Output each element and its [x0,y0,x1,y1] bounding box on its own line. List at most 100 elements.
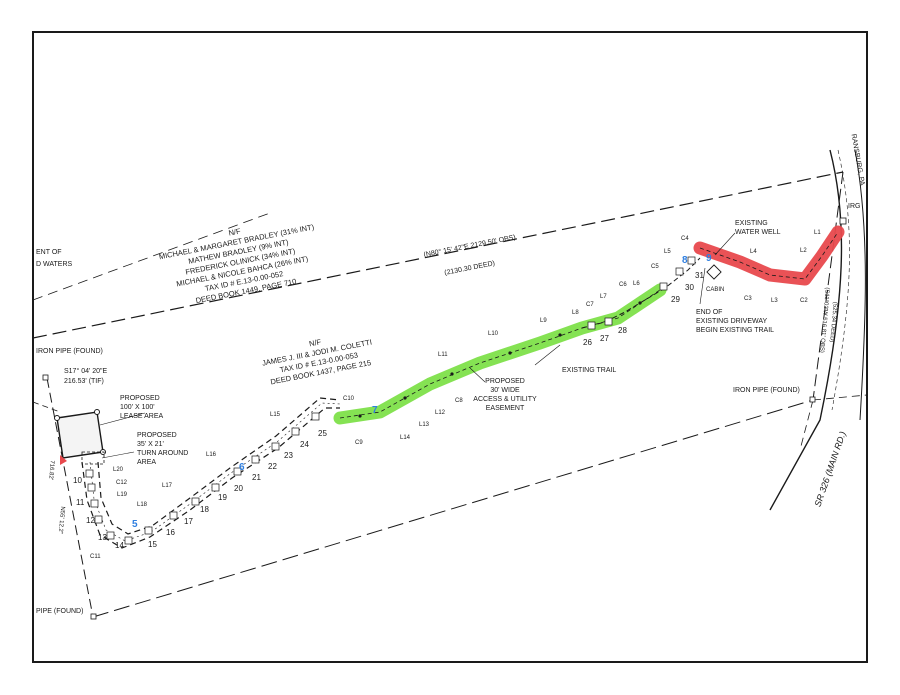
existing-trail-segment [581,257,701,329]
east-property-line [812,171,844,401]
segment-c5: C5 [651,264,659,270]
driveway-end-label-3: BEGIN EXISTING TRAIL [696,327,774,334]
cabin-label: CABIN [706,287,724,293]
road-name-label: SR 326 (MAIN RD.) [813,430,848,508]
red-driveway-centerline [699,231,839,280]
station-11: 11 [76,498,85,507]
segment-l6: L6 [633,281,640,287]
station-20: 20 [234,484,243,493]
segment-l1: L1 [814,230,821,236]
segment-l8: L8 [572,310,579,316]
segment-c8: C8 [455,398,463,404]
station-30: 30 [685,283,694,292]
lease-label-3: LEASE AREA [120,413,164,420]
station-15: 15 [148,540,157,549]
station-19: 19 [218,493,227,502]
iron-pipe-sw-label: PIPE (FOUND) [36,608,83,615]
lease-corner [94,409,100,415]
west-line-bearing: N55' 12.2" [57,506,65,534]
marker-5: 5 [132,519,138,530]
iron-pipe-sw-marker [90,613,97,620]
segment-l20: L20 [113,467,124,473]
north-line-bearing-deed: (2130.30 DEED) [444,260,496,277]
segment-labels: L1 L2 L3 L4 L5 L6 L7 L8 L9 L10 L11 L12 L… [90,230,821,560]
station-25: 25 [318,429,327,438]
station-16: 16 [166,528,175,537]
iron-pipe-east-marker [809,396,816,403]
irg-label: IRG [848,203,860,210]
segment-c4: C4 [681,236,689,242]
station-13: 13 [98,533,107,542]
station-21: 21 [252,473,261,482]
segment-l18: L18 [137,502,148,508]
station-10: 10 [73,476,82,485]
lease-label-2: 100' X 100' [120,404,155,411]
segment-l7: L7 [600,294,607,300]
station-26: 26 [583,338,592,347]
leader-lines [99,232,736,459]
lease-area [56,411,104,459]
segment-l17: L17 [162,483,173,489]
segment-l5: L5 [664,249,671,255]
driveway-end-label-1: END OF [696,309,722,316]
road-edge-east [854,149,866,421]
segment-c6: C6 [619,282,627,288]
segment-l11: L11 [438,352,448,358]
south-east-tie-line [812,394,868,401]
marker-9: 9 [706,253,712,264]
south-property-line [92,399,814,618]
left-edge-label-1: ENT OF [36,249,62,256]
northwest-boundary [32,212,271,301]
easement-label-2: 30' WIDE [490,387,520,394]
north-owner-nf: N/F [228,226,242,237]
easement-label-3: ACCESS & UTILITY [473,396,537,403]
segment-l16: L16 [206,452,217,458]
water-well-label-1: EXISTING [735,220,768,227]
station-17: 17 [184,517,193,526]
road-edge-inner [831,149,850,411]
east-line-bearing-obs: (S11°02'W 516.81' OBS) [818,287,830,353]
segment-l10: L10 [488,331,499,337]
north-line-bearing-obs: (N80° 15' 42"E 2129.50' OBS) [423,233,516,259]
east-tie-line [799,399,814,451]
easement-label-1: PROPOSED [485,378,525,385]
sheet-border [32,31,868,663]
turnaround-label-3: TURN AROUND [137,450,188,457]
station-23: 23 [284,451,293,460]
station-boxes [85,412,320,545]
cabin-symbol [706,264,722,280]
road-edge-west [769,149,843,511]
segment-l19: L19 [117,492,128,498]
segment-c7: C7 [586,302,594,308]
iron-pipe-east-label: IRON PIPE (FOUND) [733,387,800,394]
water-well-label-2: WATER WELL [735,229,781,236]
station-12: 12 [86,516,95,525]
segment-c10: C10 [343,396,355,402]
segment-l14: L14 [400,435,411,441]
station-18: 18 [200,505,209,514]
station-29: 29 [671,295,680,304]
west-tie-distance: 216.53' (TIF) [64,378,104,385]
south-owner-block: N/F JAMES J. III & JODI M. COLETTI TAX I… [261,337,372,386]
west-tie-line [32,401,61,413]
segment-l12: L12 [435,410,446,416]
station-22: 22 [268,462,277,471]
access-road-west-edge [81,407,340,549]
driveway-end-label-2: EXISTING DRIVEWAY [696,318,768,325]
station-27: 27 [600,334,609,343]
lease-red-flag [60,455,67,465]
north-owner-block: N/F MICHAEL & MARGARET BRADLEY (31% INT)… [158,222,315,305]
marker-7: 7 [372,405,378,416]
segment-c3: C3 [744,296,752,302]
town-label: RANSBURG, PA [849,133,865,186]
turnaround-area [81,451,105,465]
west-property-line [46,377,94,618]
segment-c11: C11 [90,554,101,560]
marker-6: 6 [239,462,245,473]
segment-c12: C12 [116,480,128,486]
irg-marker [839,217,847,225]
easement-label-4: EASEMENT [486,405,525,412]
access-road-centerline [89,402,341,542]
trail-station-boxes [587,256,696,330]
